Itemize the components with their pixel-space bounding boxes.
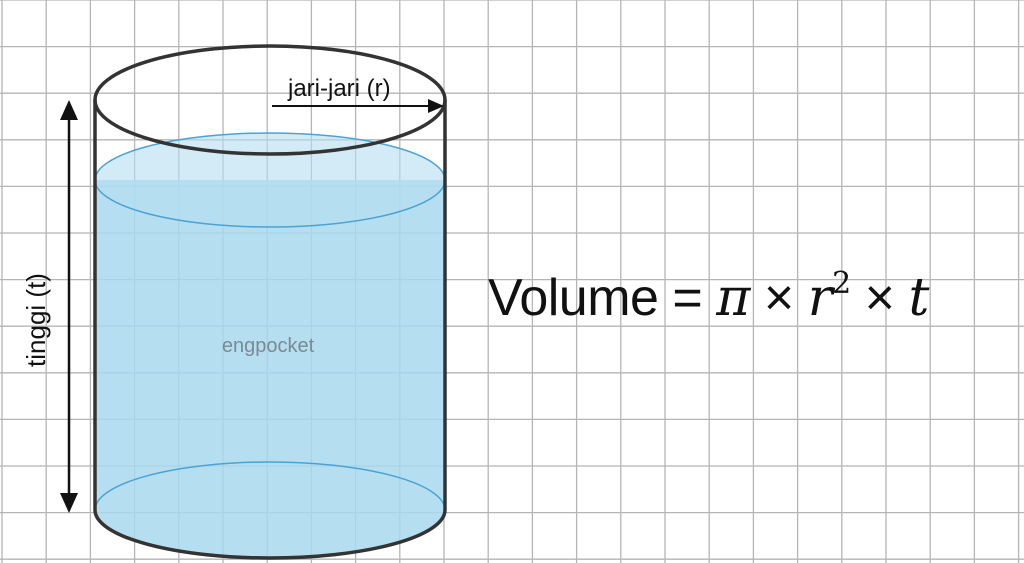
radius-label: jari-jari (r) (287, 75, 391, 102)
formula-times-1: × (763, 269, 794, 327)
formula-lhs: Volume (488, 269, 659, 327)
height-arrowhead-down-icon (60, 493, 78, 513)
cylinder-bottom-rim (93, 509, 447, 560)
height-arrowhead-up-icon (60, 100, 78, 120)
formula-pi: π (716, 268, 750, 328)
height-label: tinggi (t) (21, 273, 51, 367)
water-body (95, 180, 445, 558)
formula-exponent: 2 (832, 265, 851, 301)
formula-r: r (807, 268, 833, 328)
formula-times-2: × (864, 269, 895, 327)
radius-arrowhead-icon (428, 99, 444, 113)
volume-formula: Volume = π × r2 × t (488, 265, 929, 328)
water-surface (94, 132, 446, 228)
watermark: engpocket (222, 335, 315, 357)
formula-t: t (908, 268, 929, 328)
bottom-back-edge (94, 461, 446, 511)
formula-equals: = (672, 269, 703, 327)
